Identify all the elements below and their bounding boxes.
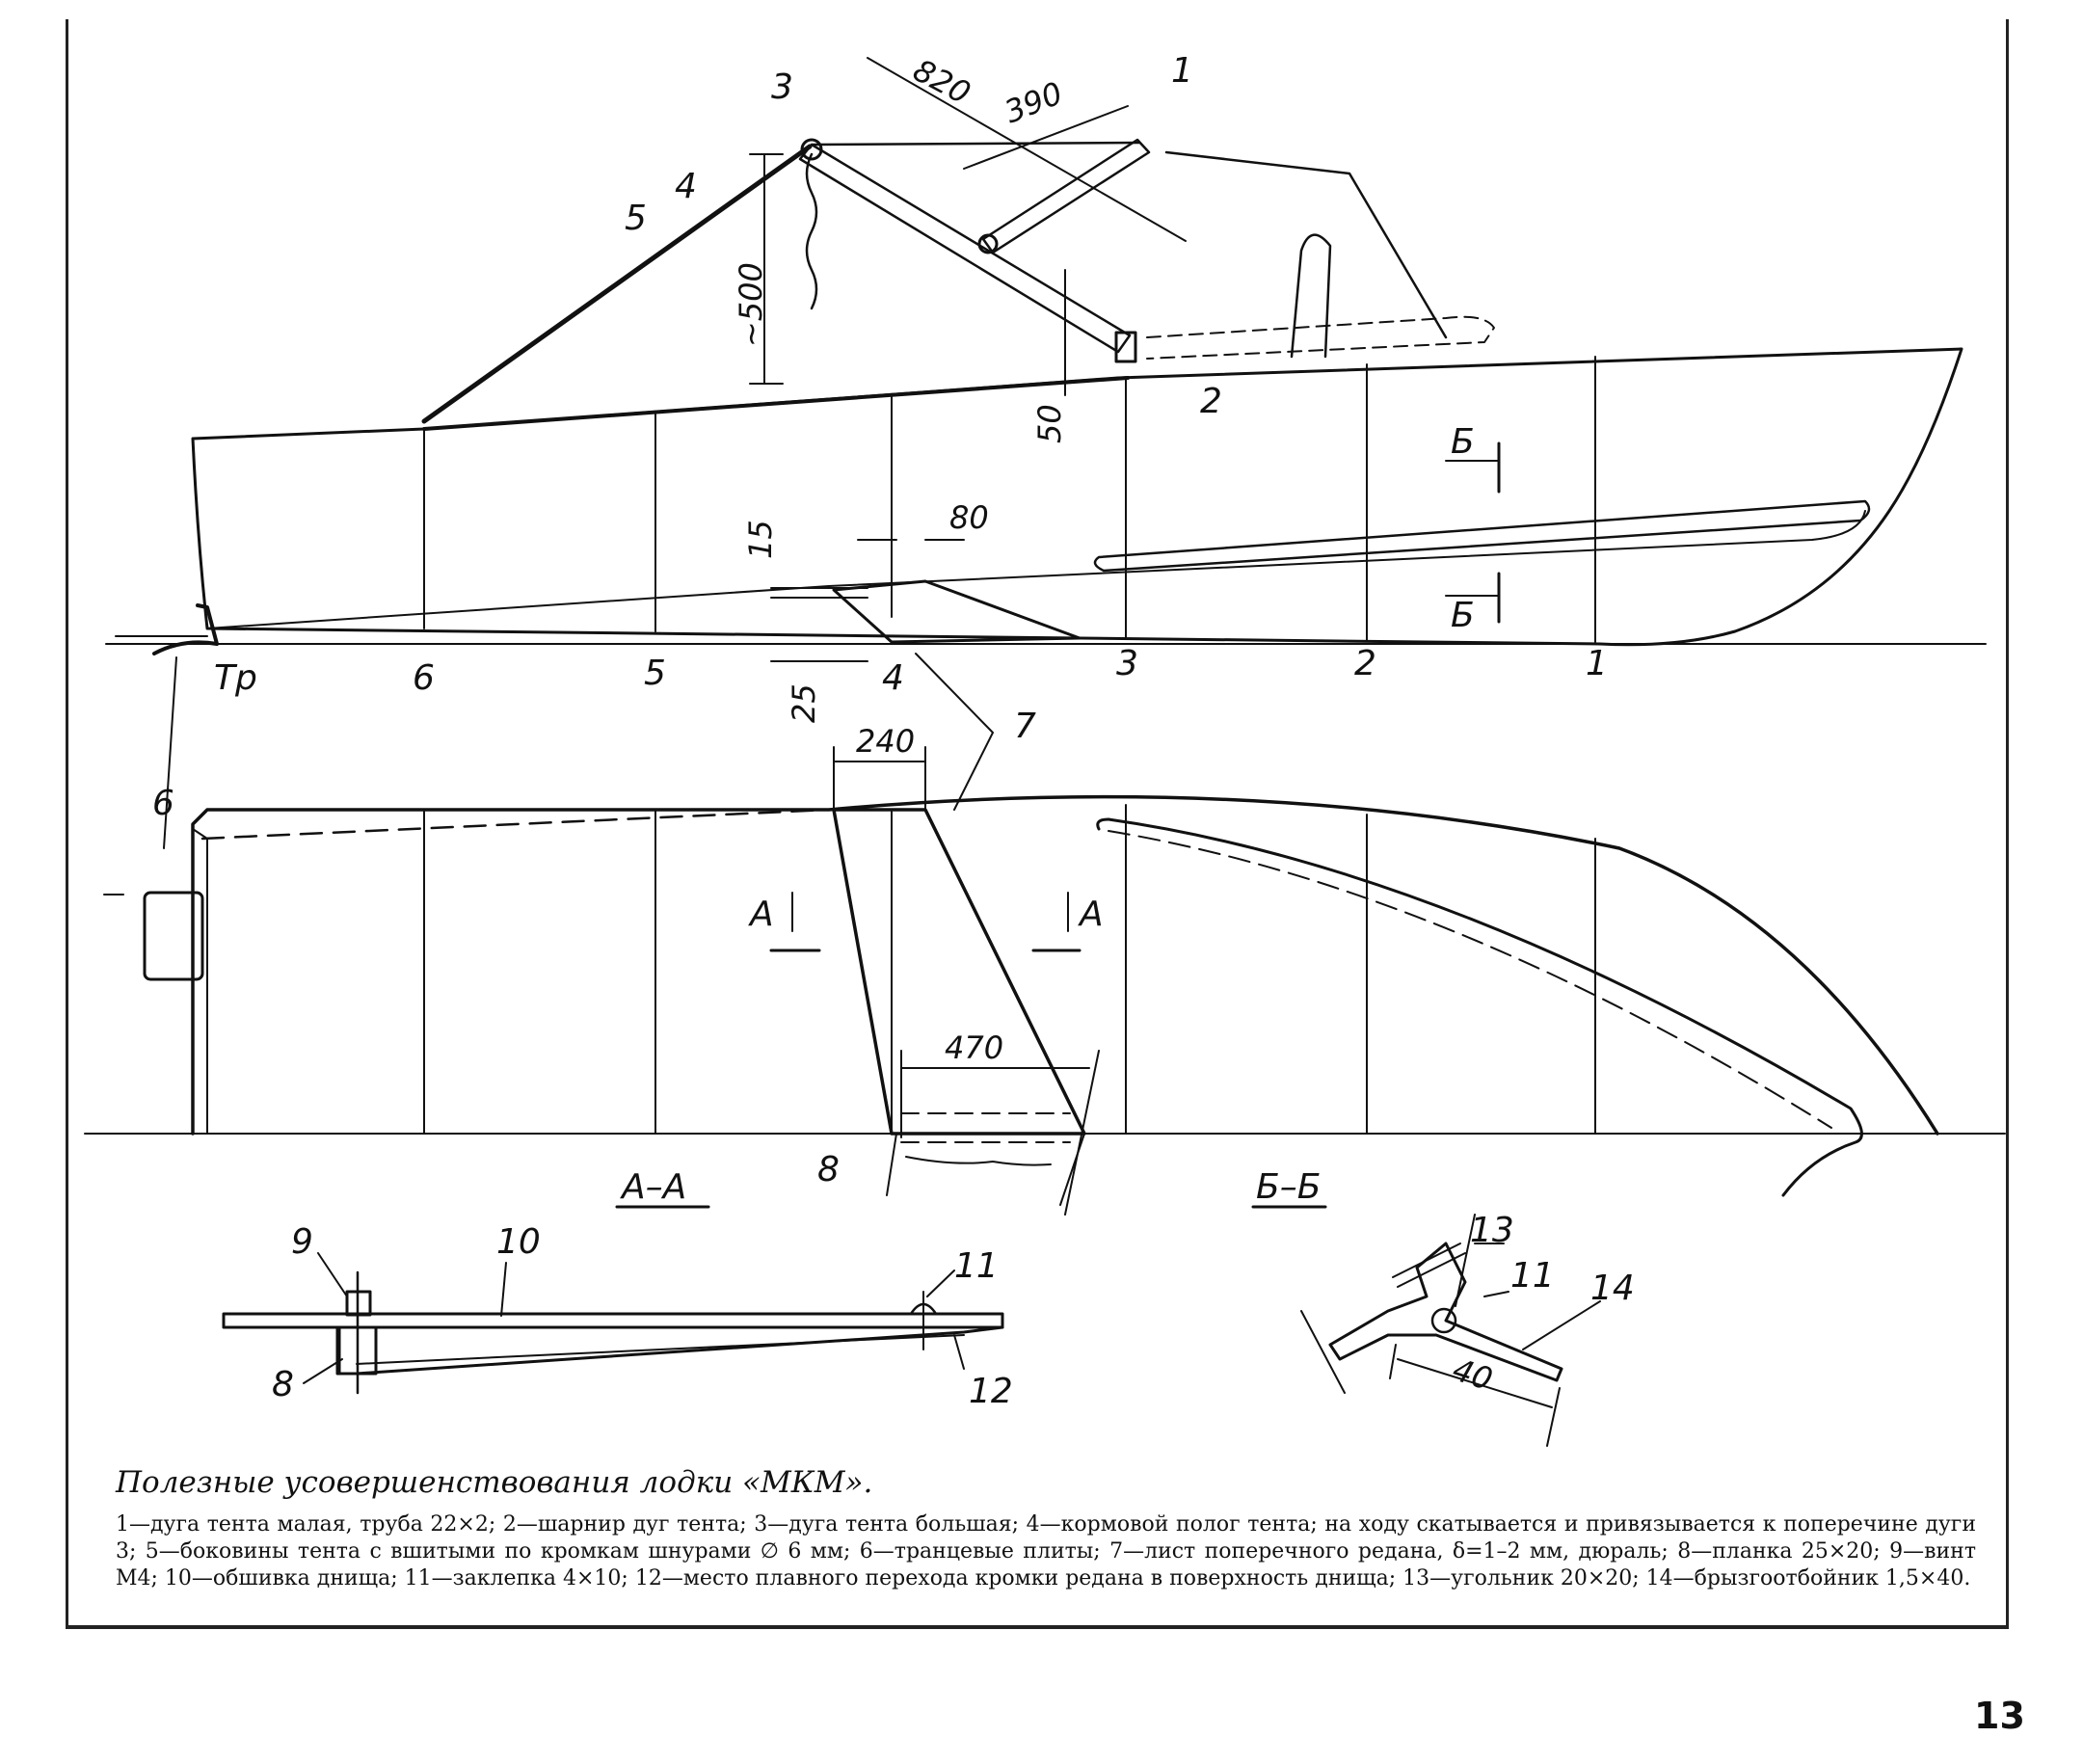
station-6: 6 xyxy=(413,658,435,698)
page-number: 13 xyxy=(1974,1695,2025,1737)
section-labels: Б Б А А А–А Б–Б xyxy=(620,422,1475,1207)
label-part-11-left: 11 xyxy=(954,1246,999,1286)
caption-body: 1—дуга тента малая, труба 22×2; 2—шарнир… xyxy=(116,1512,1976,1590)
dim-240: 240 xyxy=(856,723,915,760)
transom-plate xyxy=(143,891,204,981)
station-5: 5 xyxy=(644,654,666,693)
section-aa-title: А–А xyxy=(620,1167,686,1207)
label-part-5: 5 xyxy=(625,199,647,238)
label-part-6: 6 xyxy=(152,784,174,823)
section-b-lower: Б xyxy=(1451,596,1475,635)
label-part-11-right: 11 xyxy=(1510,1256,1555,1296)
dim-40: 40 xyxy=(1449,1350,1497,1398)
label-part-7: 7 xyxy=(1014,707,1036,746)
label-part-9: 9 xyxy=(291,1222,313,1262)
figure-frame xyxy=(66,19,2009,1629)
label-part-10: 10 xyxy=(496,1222,541,1262)
plan-view xyxy=(84,746,2006,1216)
stern-curtain xyxy=(805,152,818,310)
dim-25: 25 xyxy=(786,683,822,723)
label-part-2: 2 xyxy=(1200,382,1222,421)
side-view xyxy=(105,57,1987,849)
hull-side-outline xyxy=(191,347,1963,647)
dim-50: 50 xyxy=(1031,404,1068,443)
part-labels: 3 1 4 5 2 6 7 8 8 9 10 11 12 13 11 14 xyxy=(152,51,1635,1411)
station-3: 3 xyxy=(1116,644,1138,683)
station-2: 2 xyxy=(1354,644,1376,683)
dim-390: 390 xyxy=(1000,74,1068,130)
section-aa-detail xyxy=(222,1252,1004,1395)
spray-rail-plan xyxy=(1107,817,1863,1197)
label-part-13: 13 xyxy=(1470,1211,1514,1250)
label-part-8-top: 8 xyxy=(817,1150,840,1189)
section-bb-title: Б–Б xyxy=(1256,1167,1321,1207)
section-b-upper: Б xyxy=(1451,422,1475,462)
dim-500: ~500 xyxy=(733,262,769,347)
awning-side-panel xyxy=(421,144,813,424)
section-bb-detail xyxy=(1300,1214,1601,1447)
dim-80: 80 xyxy=(949,499,989,536)
label-part-12: 12 xyxy=(969,1372,1013,1411)
dim-15: 15 xyxy=(742,520,779,559)
spray-rail xyxy=(1093,499,1871,573)
figure-caption: Полезные усовершенствования лодки «МКМ».… xyxy=(116,1465,1976,1592)
hull-plan-outline xyxy=(191,794,1939,1136)
dim-470: 470 xyxy=(945,1029,1003,1066)
station-4: 4 xyxy=(882,658,904,698)
station-tr: Тр xyxy=(214,658,257,698)
step-side xyxy=(832,579,1082,644)
label-part-4: 4 xyxy=(675,167,697,206)
dim-820: 820 xyxy=(907,52,976,112)
step-plate-plan xyxy=(832,808,1086,1136)
dimension-labels: 820 390 ~500 50 15 80 25 240 470 40 xyxy=(733,52,1497,1399)
label-part-8-bottom: 8 xyxy=(272,1365,294,1404)
small-bow xyxy=(981,138,1151,254)
windshield xyxy=(1164,150,1448,359)
label-part-3: 3 xyxy=(771,67,793,107)
label-part-14: 14 xyxy=(1590,1269,1635,1308)
label-part-1: 1 xyxy=(1171,51,1193,91)
caption-title: Полезные усовершенствования лодки «МКМ». xyxy=(116,1465,873,1500)
section-a-right: А xyxy=(1078,895,1104,934)
section-a-left: А xyxy=(748,895,774,934)
station-labels: Тр 6 5 4 3 2 1 xyxy=(214,644,1608,698)
station-1: 1 xyxy=(1586,644,1608,683)
